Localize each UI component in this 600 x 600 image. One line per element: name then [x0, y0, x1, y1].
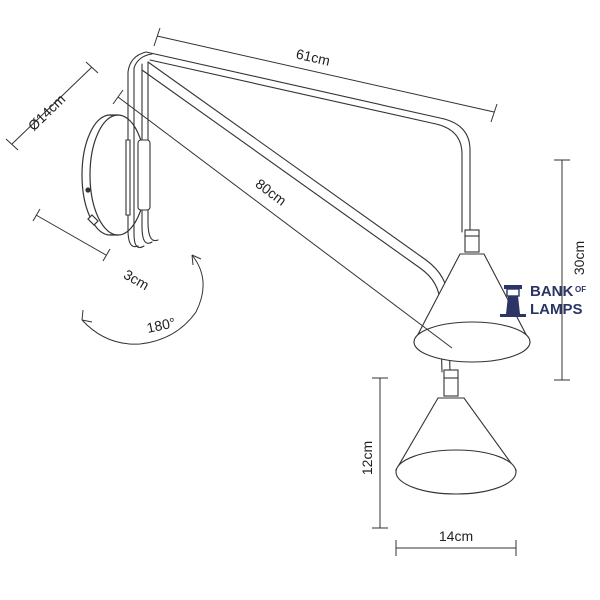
label-30cm: 30cm [571, 241, 587, 275]
dim-line-61 [156, 35, 495, 113]
dim-line-3 [35, 214, 107, 256]
label-14cm-width: 14cm [439, 528, 473, 544]
lower-arm [141, 61, 451, 373]
label-diameter-14cm: Ø14cm [25, 91, 69, 134]
logo-line1: BANK [530, 283, 573, 300]
label-12cm: 12cm [359, 441, 375, 475]
lower-shade [395, 369, 518, 495]
dim-line-14 [11, 66, 93, 145]
logo-line1-small: OF [575, 285, 586, 294]
label-61cm: 61cm [295, 46, 332, 69]
arm-bracket [125, 51, 159, 249]
rotation-arc [81, 254, 204, 345]
label-3cm: 3cm [121, 266, 152, 293]
upper-arm [145, 51, 471, 233]
upper-shade [413, 229, 531, 363]
logo-line2: LAMPS [530, 301, 583, 318]
wall-plate [81, 114, 147, 236]
dim-line-80 [117, 96, 453, 349]
bank-of-lamps-logo: BANK OF LAMPS [500, 283, 586, 318]
label-80cm: 80cm [253, 175, 290, 208]
label-180deg: 180° [145, 314, 177, 336]
lighthouse-icon [500, 285, 526, 317]
